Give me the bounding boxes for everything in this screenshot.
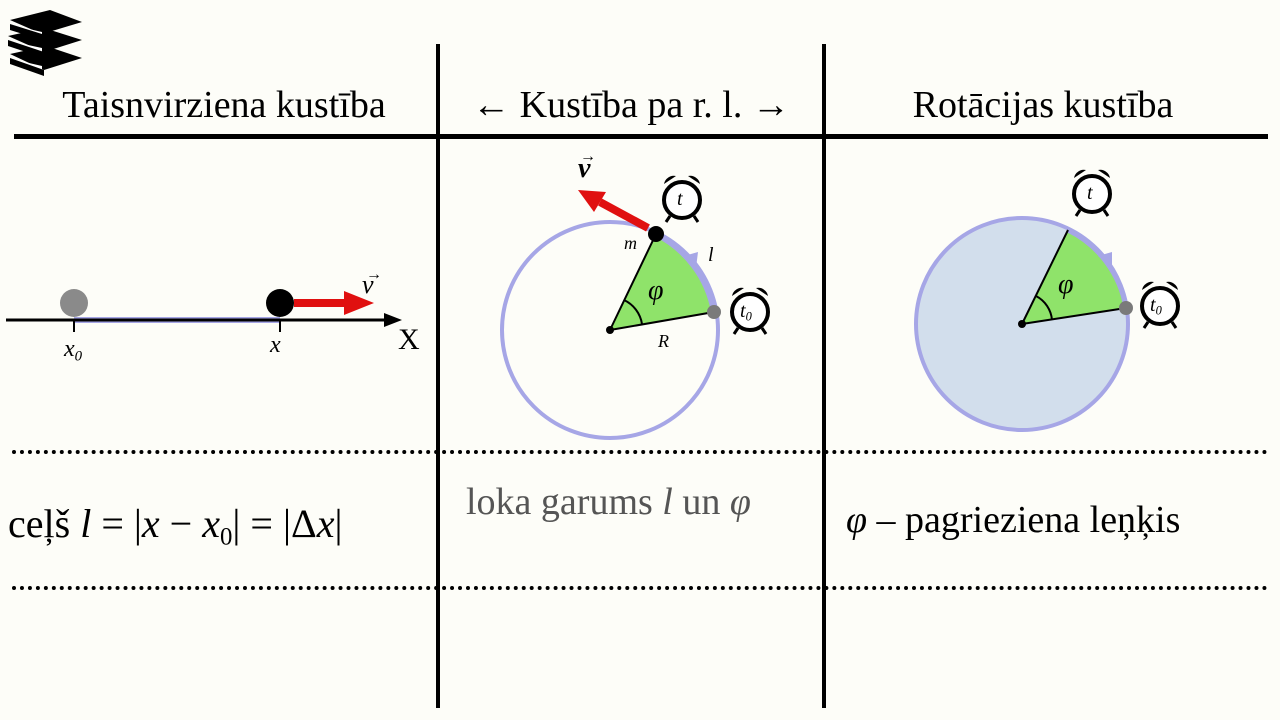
rotation-diagram xyxy=(914,169,1180,432)
header-circular-motion: ← Kustība pa r. l. → xyxy=(472,84,790,126)
dotted-separator-bottom xyxy=(12,586,1268,590)
clock-t0-icon xyxy=(1140,281,1180,329)
dotted-separator-top xyxy=(12,450,1268,454)
rotation-clock-t0-label: t0 xyxy=(1150,294,1162,318)
angle-label: φ xyxy=(648,275,664,306)
angle-sector xyxy=(610,234,714,330)
circular-velocity-label: v xyxy=(578,153,591,184)
radius-to-body xyxy=(609,233,657,331)
circular-velocity-vector-mark: → xyxy=(580,148,596,165)
x-label: x xyxy=(270,332,281,358)
velocity-label: v xyxy=(362,270,374,299)
clock-t-label: t xyxy=(677,188,683,210)
linear-motion-diagram xyxy=(6,289,402,332)
circular-arc-formula: loka garums l un φ xyxy=(466,481,751,523)
arc-direction-arrowhead xyxy=(684,252,698,268)
body-dot xyxy=(266,289,294,317)
radius-label: R xyxy=(658,331,669,351)
velocity-vector-mark: → xyxy=(366,266,382,283)
header-underline xyxy=(14,134,1268,139)
center-dot xyxy=(606,326,614,334)
rotation-clock-t-label: t xyxy=(1087,182,1093,204)
velocity-arrowhead xyxy=(578,190,606,212)
x0-label: x0 xyxy=(64,336,83,365)
column-divider-right xyxy=(822,44,826,708)
column-divider-left xyxy=(436,44,440,708)
mass-label: m xyxy=(624,233,637,253)
angle-arc-mark xyxy=(1035,295,1053,321)
angle-sector xyxy=(1022,230,1126,324)
clock-t0-icon xyxy=(730,287,770,335)
radius-start xyxy=(609,311,715,331)
circular-motion-diagram xyxy=(500,175,770,440)
header-rotational-motion: Rotācijas kustība xyxy=(912,84,1174,126)
trajectory-circle xyxy=(500,220,720,440)
clock-t0-label: t0 xyxy=(740,300,752,324)
rotation-angle-label: φ xyxy=(1058,269,1074,300)
start-position-dot xyxy=(1119,301,1133,315)
radius-start xyxy=(1021,307,1127,325)
axis-label: X xyxy=(398,323,420,356)
center-dot xyxy=(1018,320,1026,328)
velocity-arrowhead xyxy=(344,291,374,315)
angle-arc-mark xyxy=(623,299,643,325)
radius-end xyxy=(1021,229,1069,325)
start-position-dot xyxy=(707,305,721,319)
start-position-dot xyxy=(60,289,88,317)
linear-path-formula: ceļš l = |x − x0| = |Δx| xyxy=(8,501,343,551)
clock-t-icon xyxy=(662,175,702,223)
velocity-arrow-shaft xyxy=(598,198,650,232)
x-axis-arrowhead xyxy=(384,313,402,327)
body-dot xyxy=(648,226,664,242)
arc-length-label: l xyxy=(708,244,714,266)
header-linear-motion: Taisnvirziena kustība xyxy=(62,84,386,126)
books-logo-icon xyxy=(8,10,82,76)
arc-direction-arrowhead xyxy=(1098,252,1112,268)
clock-t-icon xyxy=(1072,169,1112,217)
rotation-angle-formula: φ – pagrieziena leņķis xyxy=(846,499,1181,541)
